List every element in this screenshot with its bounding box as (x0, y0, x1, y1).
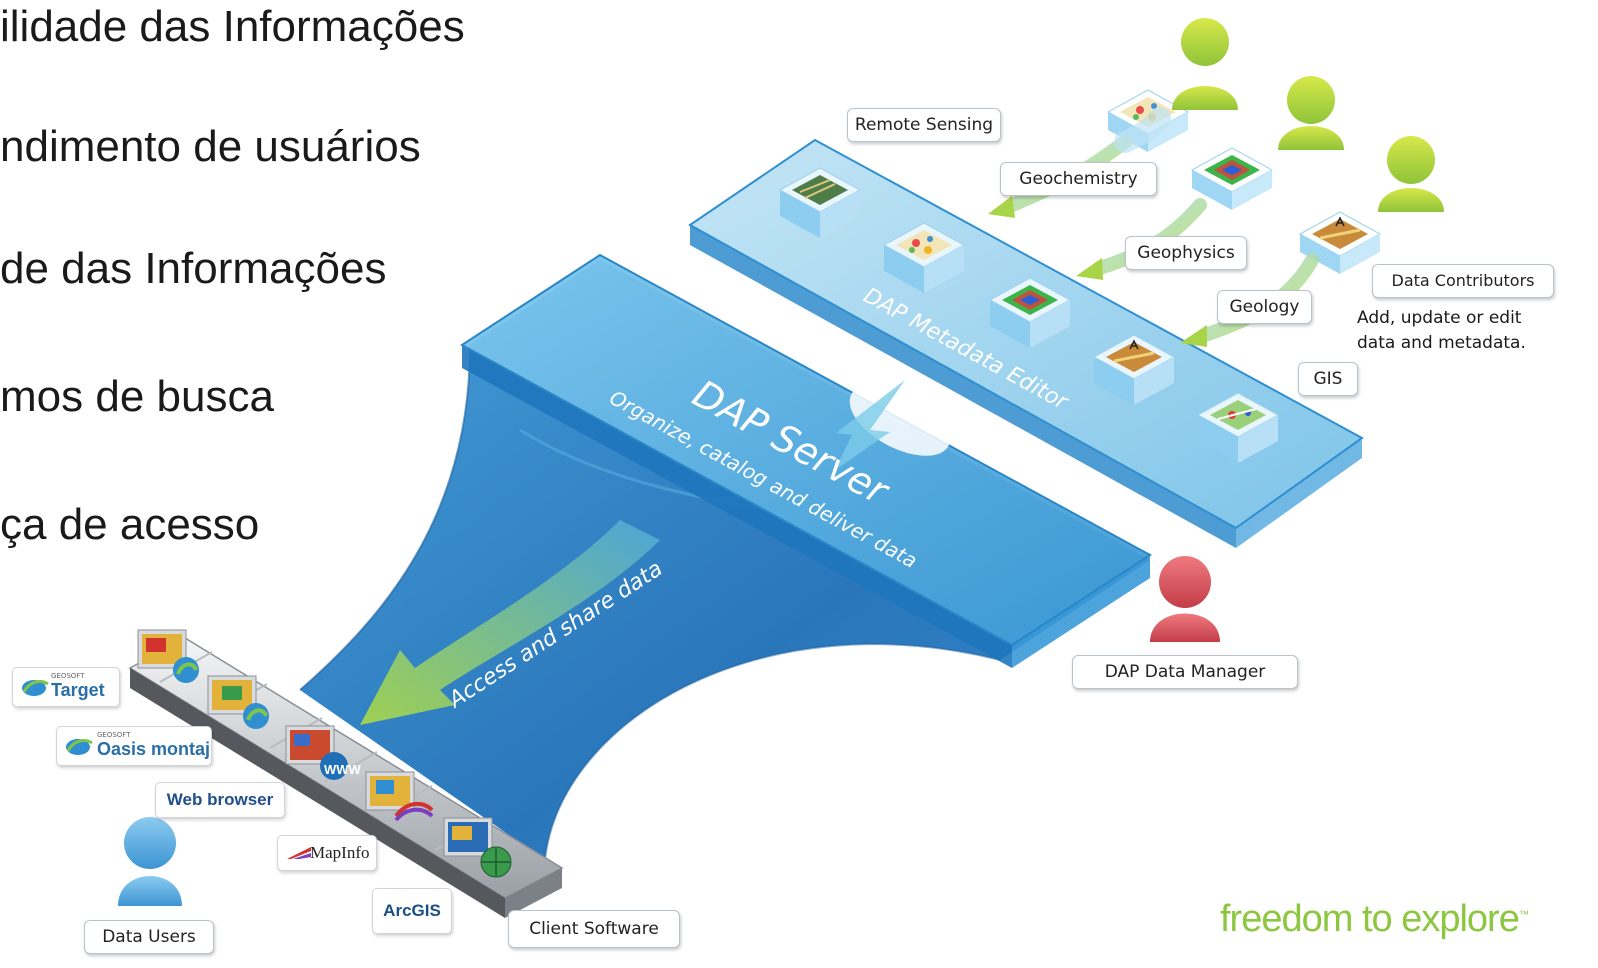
www-badge: WWW (324, 762, 362, 777)
mapinfo-logo: MapInfo (277, 835, 377, 871)
gis-tile-plate (1196, 392, 1280, 463)
bullet-5: ça de acesso (0, 500, 260, 549)
arcgis-logo: ArcGIS (372, 888, 452, 934)
target-logo-maker: GEOSOFT (51, 672, 85, 680)
geology-tile-plate (1092, 334, 1176, 405)
bullet-1: ilidade das Informações (0, 2, 465, 51)
remote-sensing-tile (778, 167, 862, 238)
tag-geophysics: Geophysics (1125, 236, 1247, 270)
target-logo-name: Target (51, 680, 105, 700)
data-user-person (118, 817, 182, 906)
access-share-arrow (360, 520, 660, 725)
contributor-person-3 (1378, 136, 1444, 212)
contributors-note-line-1: Add, update or edit (1357, 308, 1522, 328)
contributor-person-2 (1278, 76, 1344, 150)
client-screen-arcgis (443, 817, 512, 878)
tag-client-software: Client Software (508, 910, 680, 948)
geosoft-swoosh-icon-2 (66, 739, 93, 755)
editor-to-server-arrow (835, 380, 905, 470)
tag-geology: Geology (1217, 290, 1312, 324)
data-manager-person (1150, 556, 1220, 642)
contributor-tile-geophysics (1190, 147, 1274, 210)
web-browser-logo: Web browser (155, 782, 285, 818)
geochemistry-tile-plate (882, 222, 966, 293)
tag-remote-sensing: Remote Sensing (847, 108, 1001, 142)
tag-data-manager: DAP Data Manager (1072, 655, 1298, 689)
green-arrowheads (988, 196, 1207, 347)
tag-data-users: Data Users (84, 920, 214, 954)
bullet-3: de das Informações (0, 244, 387, 293)
oasis-logo-name: Oasis montaj (97, 739, 211, 759)
client-screen-mapinfo (365, 771, 434, 822)
client-screen-target (137, 629, 199, 683)
geophysics-tile-plate (988, 277, 1072, 348)
geosoft-swoosh-icon (22, 680, 49, 696)
mapinfo-stripes-icon (287, 847, 311, 859)
tag-gis: GIS (1298, 362, 1358, 396)
dap-server-plate (460, 253, 1152, 668)
brand-tagline: freedom to explore™ (1220, 898, 1529, 941)
tag-geochemistry: Geochemistry (1000, 162, 1157, 196)
brand-trademark: ™ (1518, 909, 1529, 921)
client-screen-web (285, 725, 348, 780)
bullet-2: ndimento de usuários (0, 122, 421, 171)
tag-data-contributors: Data Contributors (1372, 264, 1554, 298)
contributor-person-1 (1172, 18, 1238, 110)
bullet-4: mos de busca (0, 372, 274, 421)
brand-text: freedom to explore (1220, 898, 1520, 940)
contributors-note-line-2: data and metadata. (1357, 333, 1526, 353)
oasis-logo-maker: GEOSOFT (97, 731, 131, 739)
client-screen-oasis (207, 675, 269, 729)
contributor-tile-geology (1298, 211, 1382, 274)
